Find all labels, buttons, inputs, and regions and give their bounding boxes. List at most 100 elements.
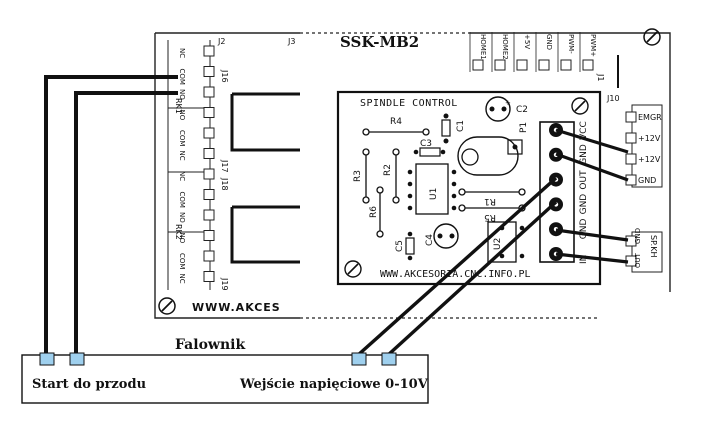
header-pin-label: HOME2: [501, 34, 509, 60]
header-pin: [516, 59, 528, 71]
relay-contact-label: NO: [178, 233, 186, 244]
svg-text:+: +: [505, 99, 511, 107]
inverter-terminal-voltage-2: [381, 352, 397, 366]
capacitor-c2-icon: +: [485, 96, 511, 122]
relay-label-rk2: RK2: [174, 224, 183, 240]
component-u2-label: U2: [493, 238, 503, 250]
module-pin-label: OUT: [579, 170, 589, 190]
wires: [44, 75, 629, 357]
wire-in-out: [555, 252, 629, 264]
component-r2-label: R2: [383, 164, 393, 176]
resistor-r4-icon: [362, 128, 430, 136]
j10-pin: [625, 132, 637, 144]
resistor-r1-icon: [458, 188, 526, 196]
board-logo-text: WWW.AKCES: [192, 301, 281, 314]
ic-pin: [451, 193, 457, 199]
capacitor-c1-icon: [441, 113, 451, 144]
sp-label: SP.KH: [649, 235, 658, 257]
connector-label-j3: J3: [287, 37, 295, 46]
relay-contact-label: NC: [178, 171, 186, 181]
inverter-label-start: Start do przodu: [32, 377, 146, 392]
module-pin-label: IN: [579, 255, 589, 264]
relay-contact-label: COM: [178, 69, 186, 85]
ic-u1-icon: [407, 163, 457, 215]
j10-pin: [625, 153, 637, 165]
relay-contact-label: NO: [178, 110, 186, 121]
terminal-pad: [203, 148, 215, 159]
ssk-mb2-board: SSK-MB2 J2 J3 NCCOMNONOCOMNCNCCOMNONOCOM…: [154, 28, 671, 319]
ic-pin: [451, 205, 457, 211]
relay-contact-label: COM: [178, 192, 186, 208]
resistor-r6-icon: [376, 186, 384, 238]
component-c1-label: C1: [456, 120, 466, 132]
component-u1-label: U1: [429, 188, 439, 200]
component-r4-label: R4: [390, 117, 402, 127]
header-pin: [494, 59, 506, 71]
module-pin-label: GND: [579, 194, 589, 215]
terminal-pad: [203, 250, 215, 262]
terminal-pad: [203, 230, 215, 241]
component-r5-label: R5: [484, 212, 496, 222]
capacitor-c3-icon: [413, 147, 446, 157]
resistor-r2-icon: [392, 148, 400, 204]
component-c4-label: C4: [425, 234, 435, 246]
component-p1-label: P1: [519, 122, 529, 133]
j10-pin-label: GND: [638, 176, 656, 185]
header-pin-label: PWM-: [567, 34, 575, 54]
header-pin-label: GND: [545, 34, 553, 50]
component-r1-label: R1: [484, 196, 496, 206]
terminal-pad: [203, 127, 215, 139]
terminal-pad: [203, 189, 215, 200]
inverter-label-voltage-input: Wejście napięciowe 0-10V: [239, 377, 429, 392]
capacitor-c4-icon: [433, 223, 459, 249]
j10-pin: [625, 111, 637, 123]
module-pin-label: GND: [579, 144, 589, 165]
spindle-control-module: SPINDLE CONTROL WWW.AKCESORIA.CNC.INFO.P…: [336, 90, 602, 286]
module-pin-label: VCC: [579, 121, 589, 140]
connector-label-j16: J16: [220, 69, 229, 83]
header-pin-label: +5V: [523, 34, 531, 49]
terminal-pad: [203, 271, 215, 282]
header-pin: [582, 59, 594, 71]
j10-pin-label: EMGR: [638, 113, 662, 122]
connector-label-j1: J1: [596, 73, 605, 81]
board-outline-left: [154, 33, 300, 319]
mounting-hole-icon: [571, 97, 589, 115]
terminal-pad: [203, 107, 215, 118]
relay-contact-label: NC: [178, 151, 186, 161]
ic-pin: [407, 193, 413, 199]
module-pin-label: GND: [579, 218, 589, 239]
header-pin: [560, 59, 572, 71]
wire-voltage-ground: [386, 200, 558, 357]
wire-start-no: [74, 91, 178, 355]
board-title: SSK-MB2: [340, 33, 419, 51]
mounting-hole-icon: [643, 28, 661, 46]
connector-label-j10: J10: [606, 94, 620, 103]
wire-gnd-gnd: [555, 228, 629, 242]
relay-contact-label: COM: [178, 130, 186, 146]
ic-pin: [407, 181, 413, 187]
ic-u2-icon: [487, 221, 525, 263]
mounting-hole-icon: [344, 260, 362, 278]
wire-gnd: [555, 152, 629, 182]
header-pin-label: PWM+: [589, 34, 597, 57]
relay-contact-label: NC: [178, 48, 186, 58]
connector-label-j2: J2: [217, 37, 225, 46]
output-pin-label: OUT: [634, 252, 642, 268]
connector-label-j17: J17: [220, 159, 229, 173]
mounting-hole-icon: [158, 297, 176, 315]
j10-pin-label: +12V: [638, 134, 661, 143]
header-pin: [472, 59, 484, 71]
terminal-pad: [203, 209, 215, 221]
module-url: WWW.AKCESORIA.CNC.INFO.PL: [380, 269, 531, 280]
inverter: Falownik Start do przodu Wejście napięci…: [21, 337, 429, 404]
module-terminal-block: VCC GND OUT GND GND IN: [539, 121, 589, 264]
inverter-title: Falownik: [175, 337, 245, 353]
connector-label-j19: J19: [220, 277, 229, 291]
component-c2-label: C2: [516, 105, 528, 115]
board-outline-right: [470, 32, 671, 292]
